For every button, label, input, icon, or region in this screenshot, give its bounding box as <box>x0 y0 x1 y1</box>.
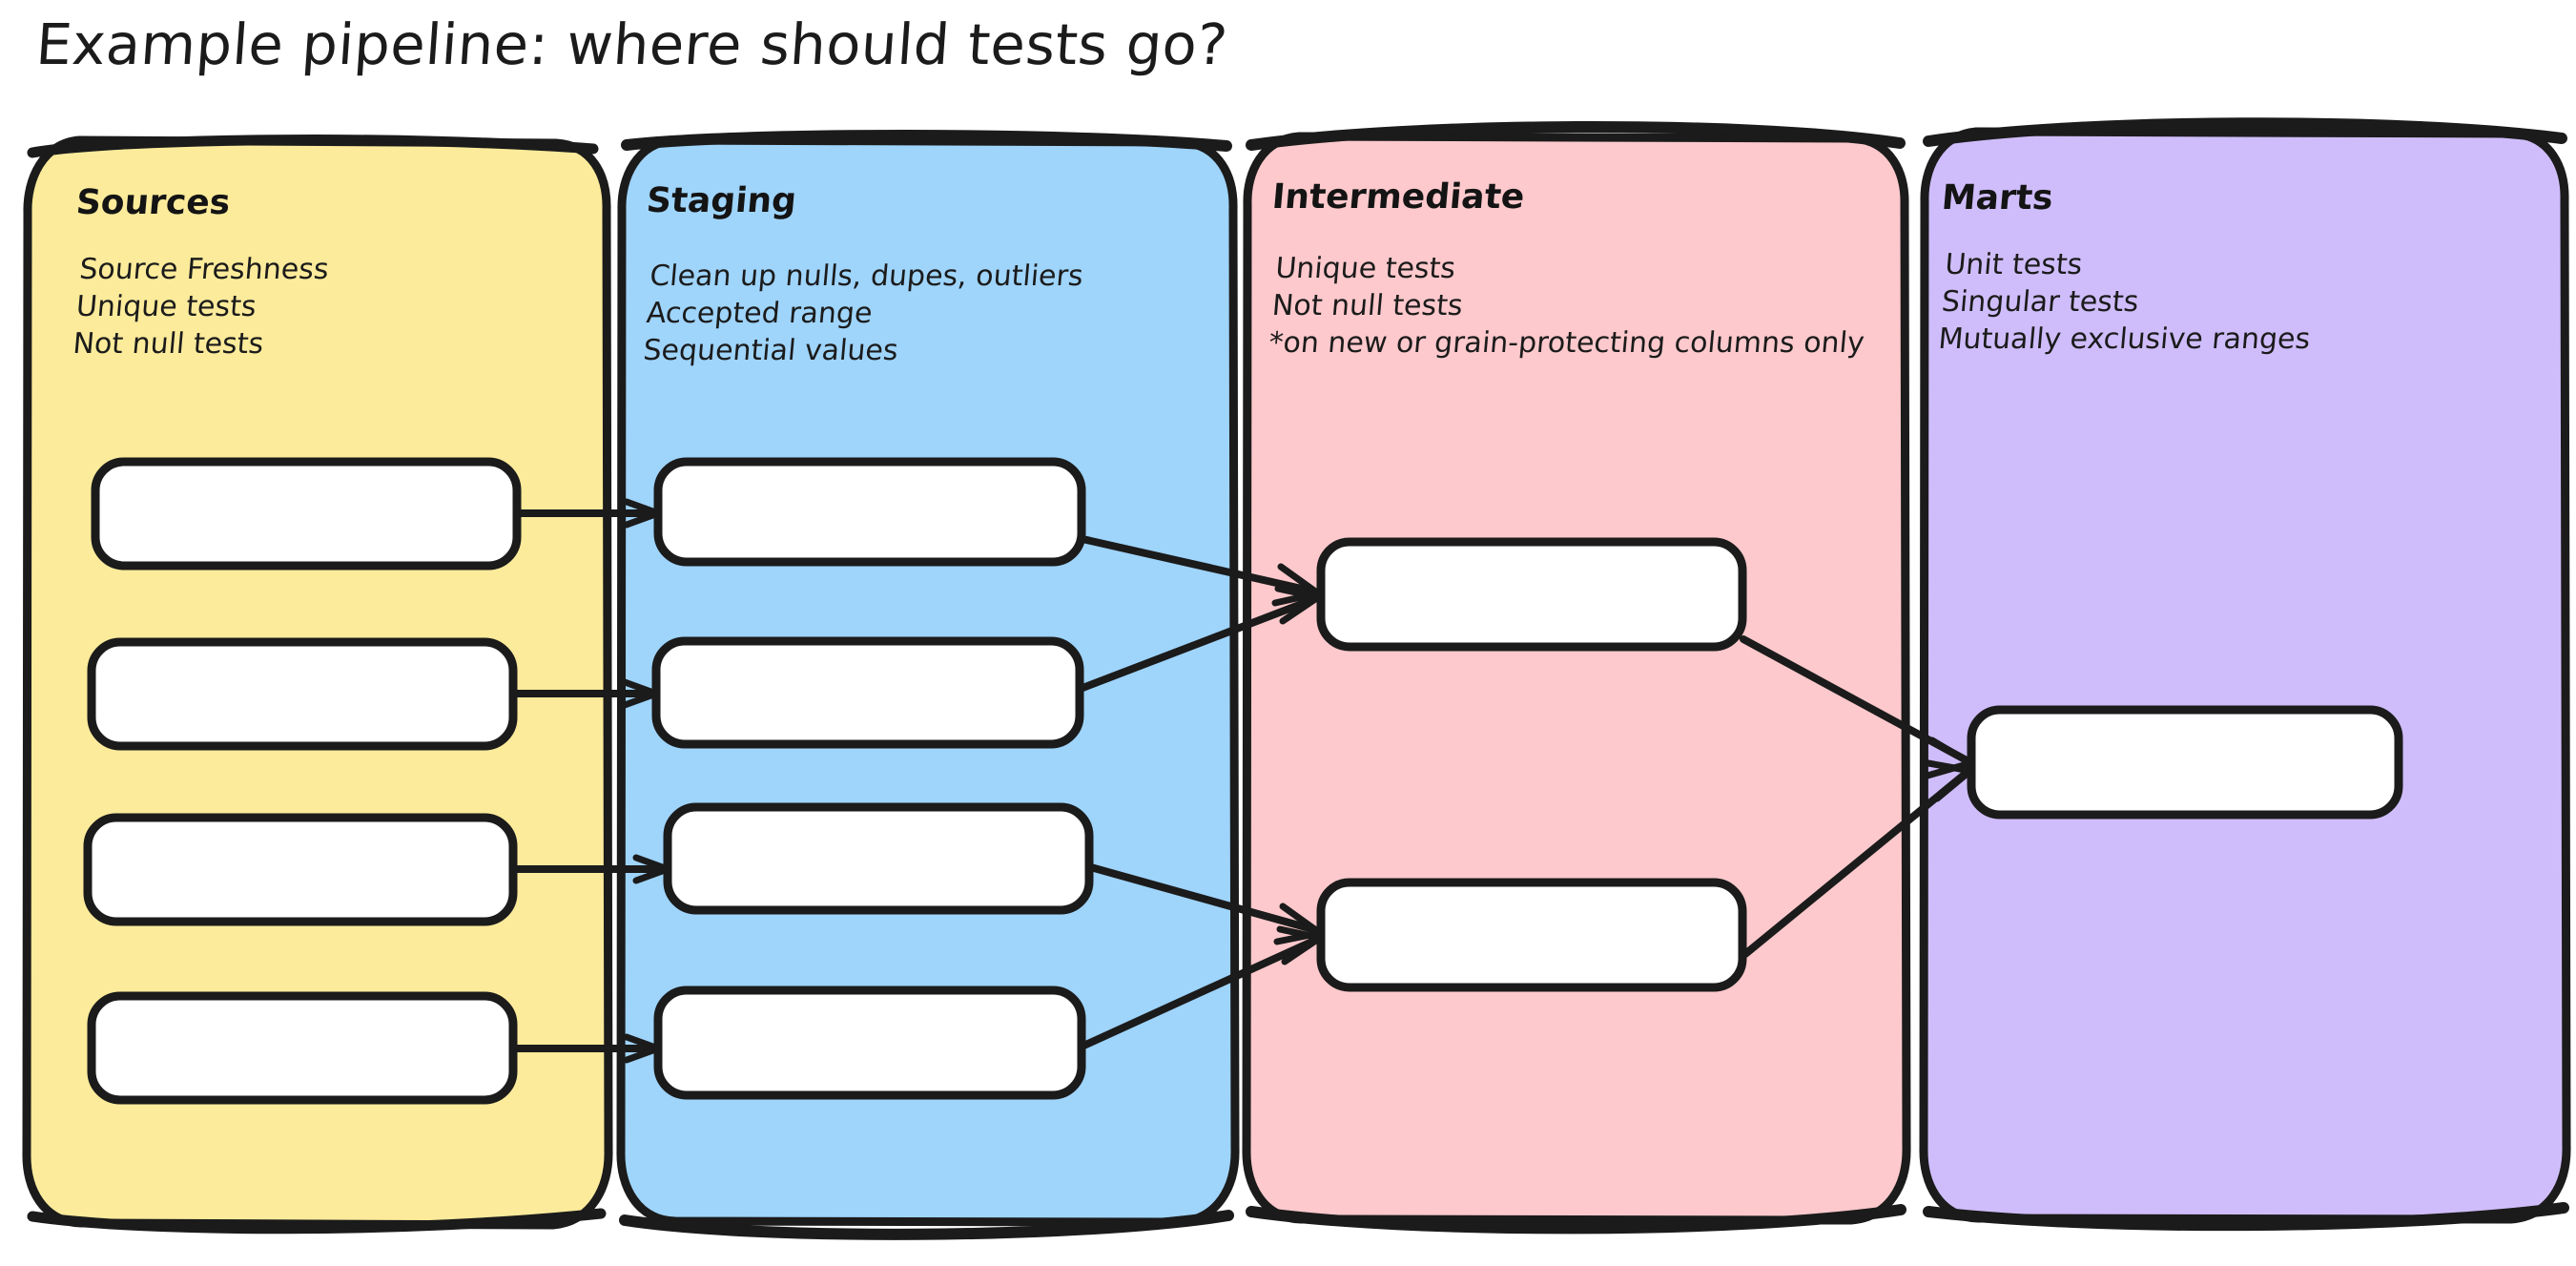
lane-notes-sources: Source Freshness Unique tests Not null t… <box>72 251 330 363</box>
lane-label-staging: Staging <box>645 181 798 220</box>
lane-marts[interactable] <box>1919 117 2571 1232</box>
lane-label-sources: Sources <box>74 183 233 222</box>
staging-node-1[interactable] <box>653 457 1086 567</box>
source-node-4[interactable] <box>87 991 518 1105</box>
lane-staging-edge-bottom <box>619 1210 1234 1240</box>
lane-note: *on new or grain-protecting columns only <box>1267 326 1866 360</box>
lane-note: Source Freshness <box>77 253 331 286</box>
lane-notes-staging: Clean up nulls, dupes, outliers Accepted… <box>642 258 1084 369</box>
lane-notes-intermediate: Unique tests Not null tests *on new or g… <box>1267 250 1872 362</box>
intermediate-node-1[interactable] <box>1316 537 1747 652</box>
page-title: Example pipeline: where should tests go? <box>33 11 1230 77</box>
staging-node-2[interactable] <box>651 636 1084 749</box>
lane-notes-marts: Unit tests Singular tests Mutually exclu… <box>1937 246 2318 358</box>
lane-label-marts: Marts <box>1940 178 2055 218</box>
lane-note: Accepted range <box>645 297 875 330</box>
lane-marts-edge-top <box>1923 117 2567 147</box>
lane-label-intermediate: Intermediate <box>1270 177 1527 217</box>
staging-node-4[interactable] <box>653 986 1086 1100</box>
lane-staging-edge-top <box>621 130 1232 152</box>
lane-note: Unique tests <box>1273 252 1457 285</box>
lane-marts-edge-bottom <box>1923 1202 2569 1232</box>
lane-note: Not null tests <box>72 327 265 361</box>
lane-intermediate-edge-top <box>1246 120 1906 151</box>
source-node-2[interactable] <box>87 637 518 751</box>
lane-note: Not null tests <box>1270 289 1465 322</box>
lane-note: Sequential values <box>642 334 900 367</box>
lane-note: Unique tests <box>74 290 258 323</box>
lane-sources-edge-bottom <box>27 1208 607 1235</box>
node-layer <box>83 457 2403 1105</box>
intermediate-node-2[interactable] <box>1316 878 1747 992</box>
lane-note: Unit tests <box>1943 248 2084 281</box>
lane-note: Clean up nulls, dupes, outliers <box>648 259 1085 293</box>
lane-note: Singular tests <box>1940 285 2140 319</box>
staging-node-3[interactable] <box>663 802 1094 915</box>
lane-note: Mutually exclusive ranges <box>1937 322 2312 356</box>
lane-sources-edge-top <box>27 135 599 158</box>
source-node-1[interactable] <box>91 457 522 571</box>
source-node-3[interactable] <box>83 813 518 926</box>
marts-node-1[interactable] <box>1967 705 2403 820</box>
lane-intermediate-edge-bottom <box>1246 1204 1906 1235</box>
edge-layer <box>508 498 1974 1064</box>
